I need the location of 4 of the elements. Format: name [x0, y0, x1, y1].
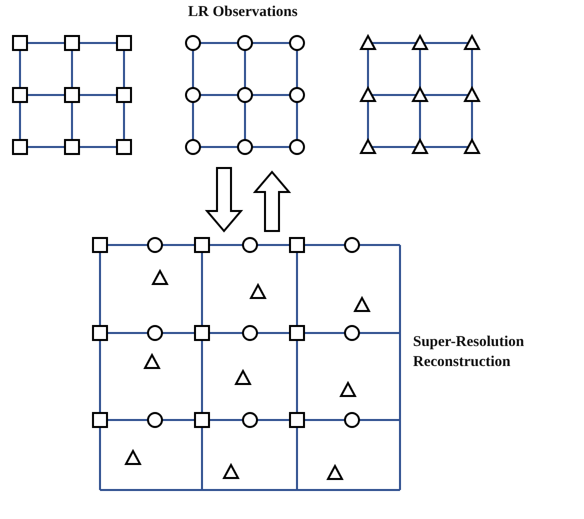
block-arrow: [252, 170, 292, 232]
heading: LR Observations: [188, 3, 298, 22]
caption-label: Super-Resolution Reconstruction: [413, 333, 526, 372]
block-arrow: [204, 167, 244, 233]
